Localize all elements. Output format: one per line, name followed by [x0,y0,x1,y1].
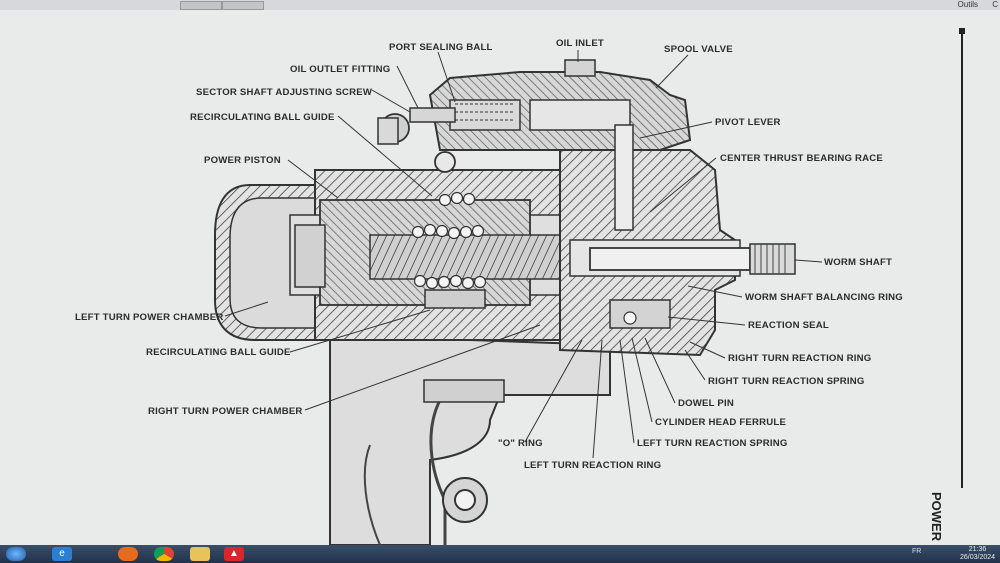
label-port-sealing-ball: PORT SEALING BALL [389,42,493,53]
clock[interactable]: 21:36 26/03/2024 [960,546,995,562]
clock-time: 21:36 [968,546,987,553]
clock-date: 26/03/2024 [960,554,996,561]
label-right-turn-power-chamber: RIGHT TURN POWER CHAMBER [148,406,303,417]
ie-icon[interactable]: e [52,547,72,561]
power-side-label: POWER [929,492,944,542]
menu-outils[interactable]: Outils [957,0,978,9]
menu-c[interactable]: C [992,0,998,9]
label-dowel-pin: DOWEL PIN [678,398,734,409]
label-cylinder-head-ferrule: CYLINDER HEAD FERRULE [655,417,786,428]
label-worm-shaft: WORM SHAFT [824,257,892,268]
label-spool-valve: SPOOL VALVE [664,44,733,55]
label-recirculating-ball-guide-bottom: RECIRCULATING BALL GUIDE [146,347,291,358]
power-steering-gear-diagram: POWER [75,28,965,545]
folder-icon[interactable] [190,547,210,561]
taskbar: e ▲ FR 21:36 26/03/2024 [0,545,1000,563]
lower-housing [329,333,611,545]
document-page: POWER [0,10,1000,545]
label-left-turn-reaction-ring: LEFT TURN REACTION RING [524,460,661,471]
firefox-icon[interactable] [118,547,138,561]
pdf-icon[interactable]: ▲ [224,547,244,561]
right-housing [559,124,796,357]
label-center-thrust-bearing-race: CENTER THRUST BEARING RACE [720,153,883,164]
label-recirculating-ball-guide-top: RECIRCULATING BALL GUIDE [190,112,335,123]
keyboard-language[interactable]: FR [912,548,922,555]
label-left-turn-reaction-spring: LEFT TURN REACTION SPRING [637,438,788,449]
label-reaction-seal: REACTION SEAL [748,320,829,331]
toolbar-button[interactable] [222,1,264,10]
label-o-ring: "O" RING [498,438,543,449]
start-orb-icon[interactable] [6,547,26,561]
leader-lines [224,50,823,459]
cylinder-body [289,169,591,341]
label-worm-shaft-balancing-ring: WORM SHAFT BALANCING RING [745,292,903,303]
label-oil-inlet: OIL INLET [556,38,604,49]
label-sector-shaft-adjusting-screw: SECTOR SHAFT ADJUSTING SCREW [196,87,373,98]
label-pivot-lever: PIVOT LEVER [715,117,781,128]
chrome-icon[interactable] [154,547,174,561]
power-rule-cap [959,28,965,34]
label-right-turn-reaction-ring: RIGHT TURN REACTION RING [728,353,871,364]
label-oil-outlet-fitting: OIL OUTLET FITTING [290,64,390,75]
label-left-turn-power-chamber: LEFT TURN POWER CHAMBER [75,312,224,323]
label-right-turn-reaction-spring: RIGHT TURN REACTION SPRING [708,376,865,387]
label-power-piston: POWER PISTON [204,155,281,166]
toolbar-button[interactable] [180,1,222,10]
